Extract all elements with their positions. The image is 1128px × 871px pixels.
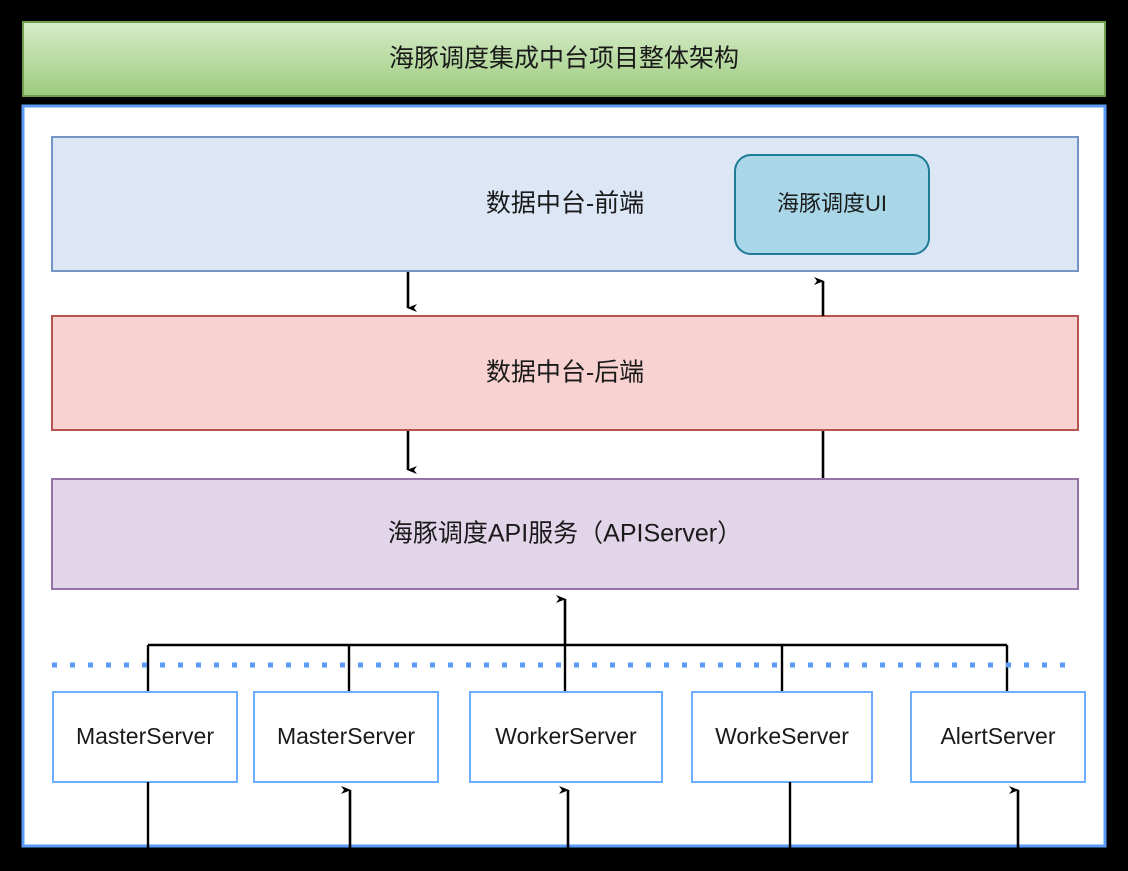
server-node-worker-2[interactable]: WorkeServer <box>691 691 873 783</box>
server-box[interactable] <box>691 691 873 783</box>
backend-box[interactable] <box>51 315 1079 431</box>
server-row: MasterServer MasterServer WorkerServer W… <box>52 691 1086 783</box>
layer-apiserver[interactable]: 海豚调度API服务（APIServer） <box>51 478 1079 590</box>
server-label-4: WorkeServer <box>715 723 849 749</box>
title-banner-background <box>22 21 1106 97</box>
server-node-master-1[interactable]: MasterServer <box>52 691 238 783</box>
server-box[interactable] <box>52 691 238 783</box>
frontend-label: 数据中台-前端 <box>486 190 644 218</box>
apiserver-label: 海豚调度API服务（APIServer） <box>388 520 742 548</box>
server-label-1: MasterServer <box>76 723 214 749</box>
server-label-2: MasterServer <box>277 723 415 749</box>
server-box[interactable] <box>469 691 663 783</box>
server-bus-top <box>146 643 1009 692</box>
server-node-alert-1[interactable]: AlertServer <box>910 691 1086 783</box>
server-node-master-2[interactable]: MasterServer <box>253 691 439 783</box>
server-label-5: AlertServer <box>940 723 1055 749</box>
diagram-title-banner: 海豚调度集成中台项目整体架构 <box>22 21 1106 97</box>
server-box[interactable] <box>910 691 1086 783</box>
dolphin-ui-label: 海豚调度UI <box>777 191 887 216</box>
diagram-title: 海豚调度集成中台项目整体架构 <box>389 45 739 73</box>
layer-backend[interactable]: 数据中台-后端 <box>51 315 1079 431</box>
server-label-3: WorkerServer <box>495 723 637 749</box>
server-bus-bottom <box>146 782 1020 871</box>
server-box[interactable] <box>253 691 439 783</box>
server-node-worker-1[interactable]: WorkerServer <box>469 691 663 783</box>
backend-label: 数据中台-后端 <box>486 359 644 387</box>
node-dolphin-ui[interactable]: 海豚调度UI <box>734 154 930 255</box>
dolphin-ui-box[interactable] <box>734 154 930 255</box>
apiserver-box[interactable] <box>51 478 1079 590</box>
